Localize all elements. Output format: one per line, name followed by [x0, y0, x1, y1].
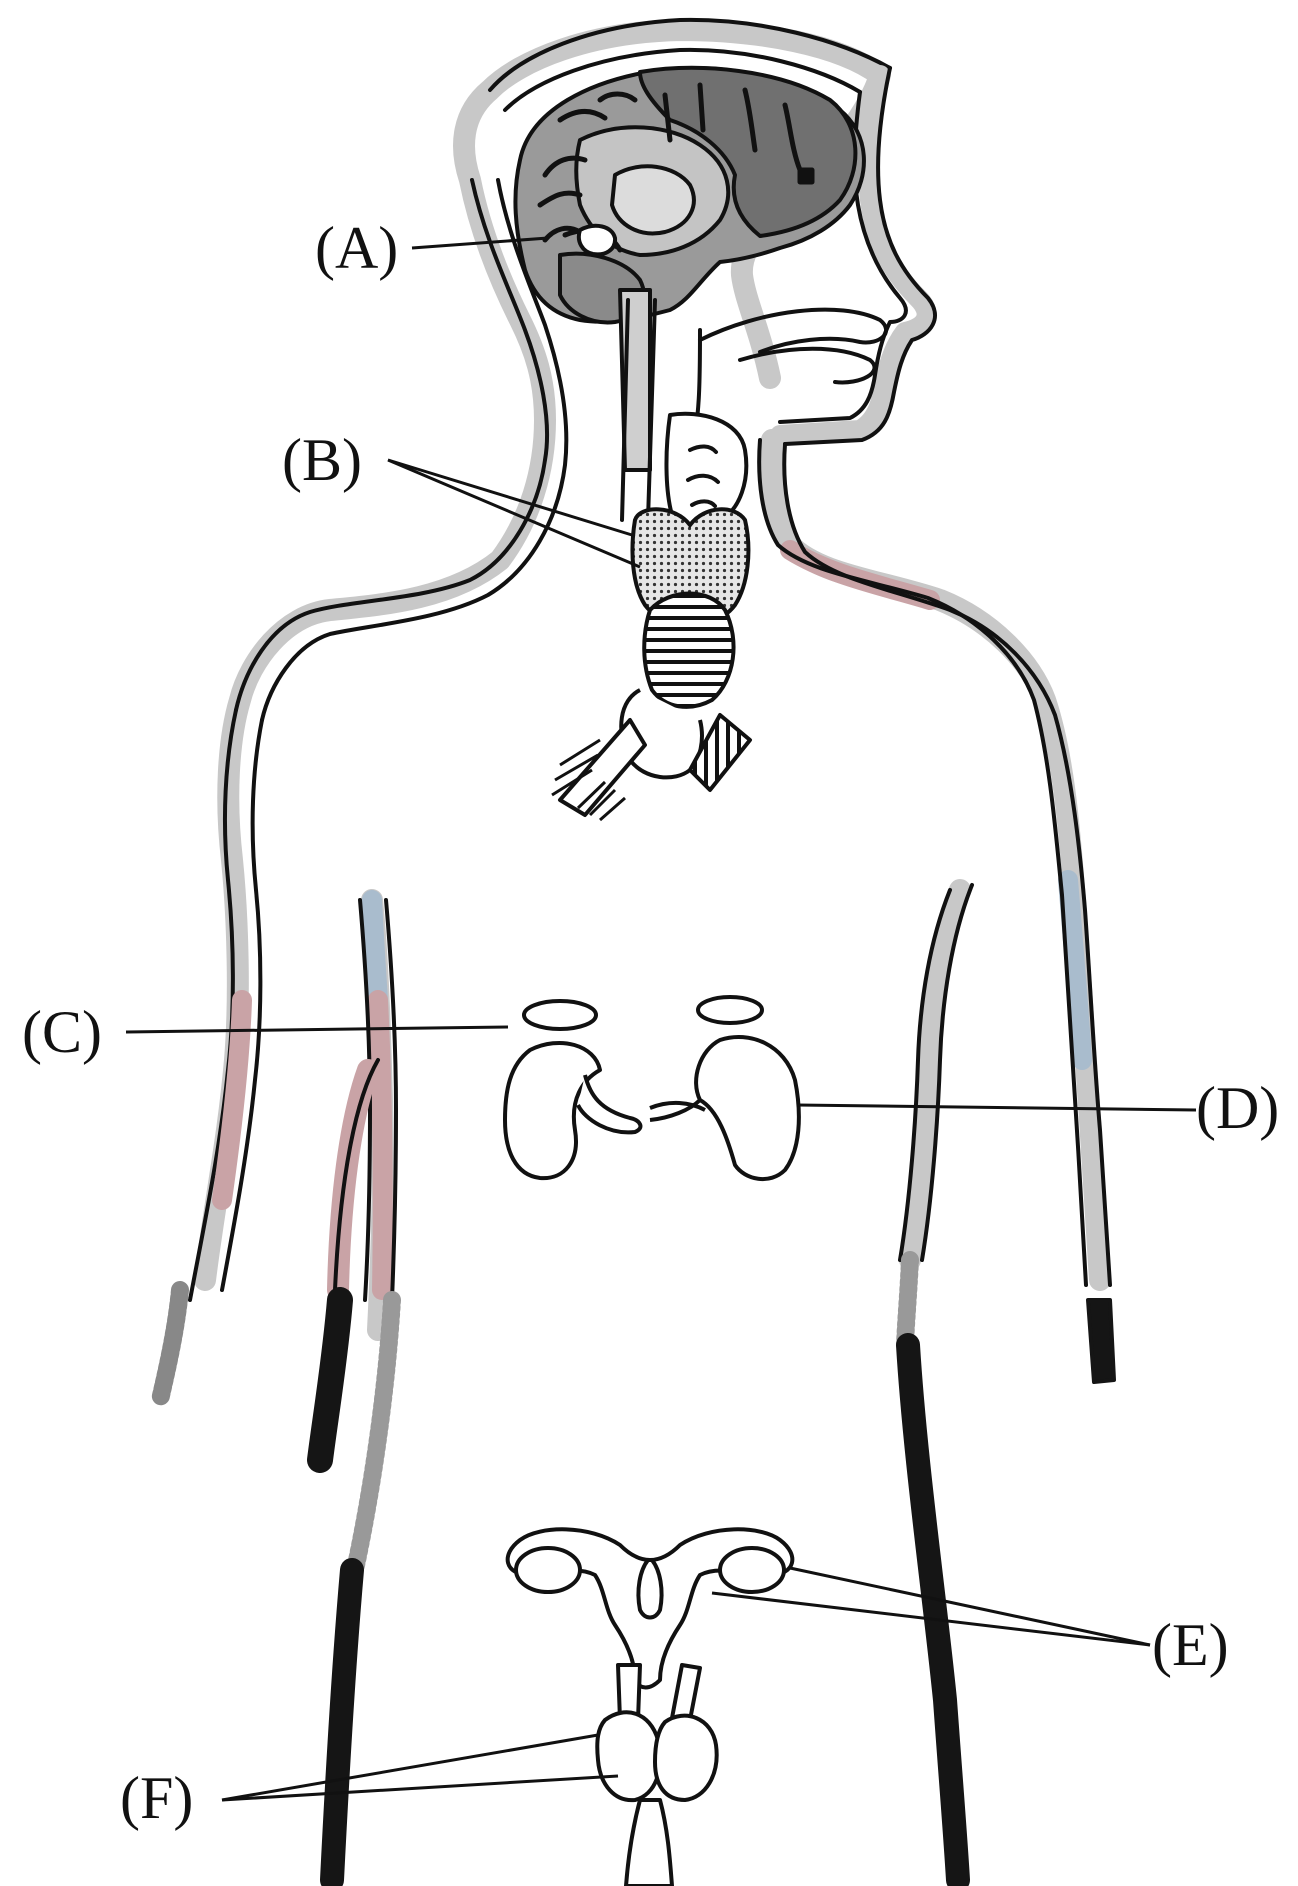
mouth-cavity: [700, 310, 886, 352]
testis-right: [655, 1716, 717, 1800]
ovary-left: [516, 1548, 580, 1592]
torso-left-blue: [372, 900, 378, 1000]
vas-deferens-right: [672, 1665, 700, 1720]
leader-d: [797, 1105, 1196, 1110]
label-e: (E): [1152, 1612, 1229, 1678]
brain: [515, 68, 864, 470]
leader-f-1: [222, 1735, 598, 1800]
female-reproductive: [508, 1529, 793, 1687]
arm-left-end: [160, 1290, 180, 1400]
brain-thalamus: [612, 166, 694, 233]
ovary-right: [720, 1548, 784, 1592]
label-f: (F): [120, 1765, 193, 1831]
penis: [626, 1800, 672, 1886]
thymus-gland: [644, 594, 733, 707]
label-c: (C): [22, 999, 102, 1065]
hip-left-dark: [320, 1300, 340, 1460]
leg-right-spray: [905, 1260, 910, 1345]
label-b: (B): [282, 427, 362, 493]
kidney-right: [696, 1037, 799, 1179]
renal-duct-left: [578, 1075, 640, 1132]
trachea: [552, 690, 750, 820]
leg-left-spray: [355, 1300, 392, 1570]
adrenal-gland-left: [524, 1001, 596, 1029]
torso-left-pink: [378, 1000, 383, 1290]
pituitary-gland: [579, 226, 615, 255]
testis-left: [597, 1712, 660, 1800]
label-a: (A): [315, 215, 398, 281]
hip-left-pink: [338, 1070, 368, 1290]
label-d: (D): [1196, 1075, 1279, 1141]
uterus-center: [638, 1560, 661, 1618]
kidneys-adrenals: [505, 997, 799, 1179]
leader-e-1: [790, 1568, 1150, 1645]
adrenal-gland-right: [698, 997, 762, 1023]
leg-left-dark: [332, 1570, 352, 1880]
leader-f-2: [222, 1776, 618, 1800]
arm-right-end: [1088, 1300, 1114, 1382]
leader-c: [126, 1027, 508, 1032]
leg-right-dark: [908, 1345, 958, 1880]
